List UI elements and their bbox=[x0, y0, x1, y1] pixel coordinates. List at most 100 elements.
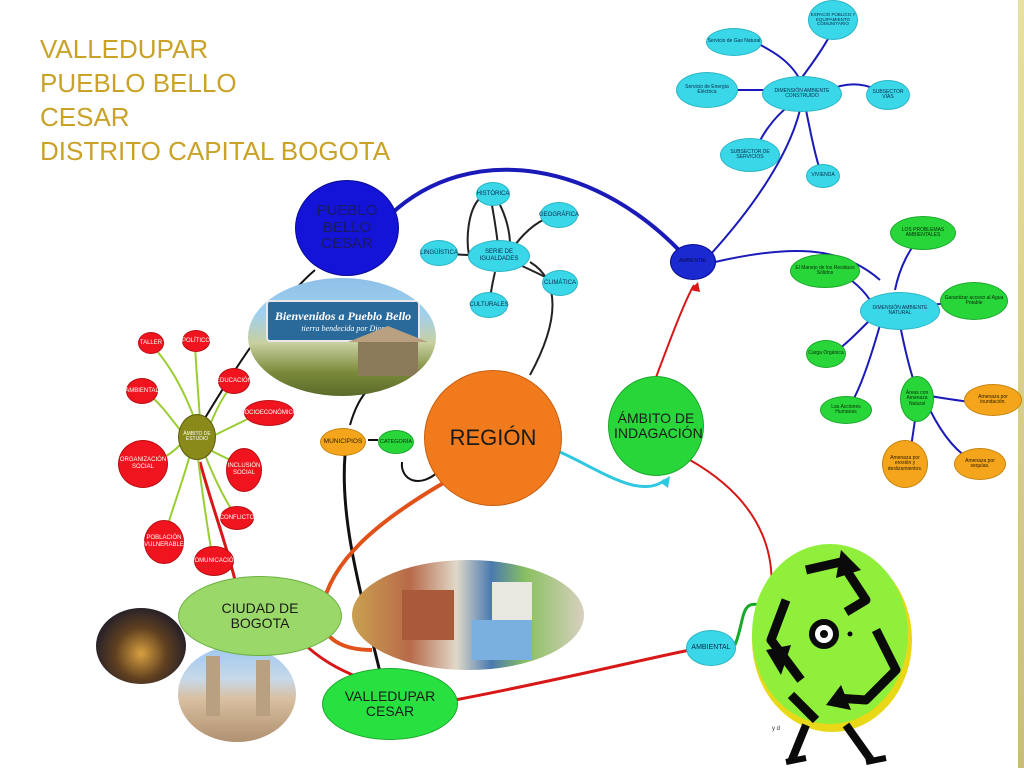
node-categoria[interactable]: CATEGORÍA bbox=[378, 430, 414, 454]
title-line-2: PUEBLO BELLO bbox=[40, 68, 237, 98]
node-comunicacion-label: COMUNICACIÓN bbox=[190, 557, 238, 564]
node-dim-construido[interactable]: DIMENSIÓN AMBIENTE CONSTRUIDO bbox=[762, 76, 842, 112]
node-serie-igualdades-label: SERIE DE IGUALDADES bbox=[479, 249, 519, 262]
node-energia-electrica-label: Servicio de Energía Eléctrica bbox=[685, 83, 729, 95]
node-ambito-estudio[interactable]: ÁMBITO DE ESTUDIO bbox=[178, 414, 216, 460]
node-geografica-label: GEOGRÁFICA bbox=[539, 211, 580, 218]
node-energia-electrica[interactable]: Servicio de Energía Eléctrica bbox=[676, 72, 738, 108]
node-geografica[interactable]: GEOGRÁFICA bbox=[539, 202, 580, 228]
node-poblacion-vulnerable[interactable]: POBLACIÓN VULNERABLE bbox=[144, 520, 184, 564]
node-inclusion-social[interactable]: INCLUSIÓN SOCIAL bbox=[226, 448, 262, 492]
pueblo-bello-photo: Bienvenidos a Pueblo Bello tierra bendec… bbox=[248, 278, 436, 396]
node-espacio-publico-label: ESPACIO PÚBLICO Y EQUIPAMIENTO COMUNITAR… bbox=[810, 11, 856, 27]
bogota-cathedral-photo bbox=[178, 646, 296, 742]
slide-edge-decoration bbox=[1018, 0, 1024, 768]
title-line-4: DISTRITO CAPITAL BOGOTA bbox=[40, 136, 391, 166]
node-areas-amenaza[interactable]: Áreas con Amenaza Natural bbox=[900, 376, 934, 422]
pueblo-bello-house bbox=[358, 340, 418, 376]
node-valledupar-cesar[interactable]: VALLEDUPAR CESAR bbox=[322, 668, 458, 740]
node-socioeconomico[interactable]: SOCIOECONÓMICO bbox=[241, 400, 298, 426]
node-ambito-estudio-label: ÁMBITO DE ESTUDIO bbox=[183, 430, 211, 442]
node-pueblo-bello[interactable]: PUEBLO BELLO CESAR bbox=[295, 180, 399, 276]
node-linguistica-label: LINGÜÍSTICA bbox=[420, 249, 458, 256]
node-ambiental-red-label: AMBIENTAL bbox=[125, 387, 159, 394]
recycle-caption: y d bbox=[772, 726, 781, 732]
node-agua-potable-label: Garantizar acceso al Agua Potable bbox=[944, 294, 1004, 306]
node-subsector-vias-label: SUBSECTOR VÍAS bbox=[872, 88, 904, 100]
node-manejo-residuos[interactable]: El Manejo de los Residuos Sólidos bbox=[790, 254, 860, 288]
node-educacion[interactable]: EDUCACIÓN bbox=[216, 368, 252, 394]
node-ambiental-top-label: AMBIENTAL bbox=[679, 258, 707, 265]
node-culturales-label: CULTURALES bbox=[469, 301, 509, 308]
node-region[interactable]: REGIÓN bbox=[424, 370, 562, 506]
node-inclusion-social-label: INCLUSIÓN SOCIAL bbox=[227, 463, 261, 476]
node-talleres-label: TALLER bbox=[139, 339, 163, 346]
pueblo-bello-sign: Bienvenidos a Pueblo Bello tierra bendec… bbox=[266, 300, 420, 342]
node-municipios[interactable]: MUNICIPIOS bbox=[320, 428, 366, 456]
cathedral-tower-left bbox=[206, 656, 220, 716]
node-agua-potable[interactable]: Garantizar acceso al Agua Potable bbox=[940, 282, 1008, 320]
arrow-head-ambiental bbox=[690, 282, 700, 292]
node-ciudad-bogota[interactable]: CIUDAD DE BOGOTA bbox=[178, 576, 342, 656]
slide-title: VALLEDUPAR PUEBLO BELLO CESAR DISTRITO C… bbox=[40, 32, 390, 168]
node-dim-natural[interactable]: DIMENSIÓN AMBIENTE NATURAL bbox=[860, 292, 940, 330]
node-linguistica[interactable]: LINGÜÍSTICA bbox=[420, 240, 458, 266]
node-region-label: REGIÓN bbox=[449, 424, 537, 450]
valledupar-collage bbox=[352, 560, 584, 670]
node-espacio-publico[interactable]: ESPACIO PÚBLICO Y EQUIPAMIENTO COMUNITAR… bbox=[808, 0, 858, 40]
node-talleres[interactable]: TALLER bbox=[138, 332, 164, 354]
node-areas-amenaza-label: Áreas con Amenaza Natural bbox=[905, 389, 929, 407]
node-socioeconomico-label: SOCIOECONÓMICO bbox=[240, 409, 298, 416]
node-ambiental-small[interactable]: AMBIENTAL bbox=[686, 630, 736, 666]
node-poblacion-vulnerable-label: POBLACIÓN VULNERABLE bbox=[144, 535, 184, 548]
node-historica-label: HISTÓRICA bbox=[476, 190, 510, 197]
node-manejo-residuos-label: El Manejo de los Residuos Sólidos bbox=[795, 264, 855, 276]
pueblo-bello-sign-text: Bienvenidos a Pueblo Bello bbox=[274, 309, 412, 323]
node-vivienda-label: VIVIENDA bbox=[811, 172, 835, 179]
node-vivienda[interactable]: VIVIENDA bbox=[806, 164, 840, 188]
node-conflicto-label: CONFLICTO bbox=[219, 514, 255, 521]
node-acciones-humanas[interactable]: Las Acciones Humanas bbox=[820, 396, 872, 424]
node-subsector-vias[interactable]: SUBSECTOR VÍAS bbox=[866, 80, 910, 110]
node-amenaza-inundacion-label: Amenaza por inundación. bbox=[978, 393, 1008, 405]
node-municipios-label: MUNICIPIOS bbox=[323, 438, 363, 446]
node-amenaza-sequias-label: Amenaza por sequías. bbox=[965, 457, 995, 469]
collage-sky bbox=[472, 620, 532, 660]
node-problemas-ambientales[interactable]: LOS PROBLEMAS AMBIENTALES bbox=[890, 216, 956, 250]
link-ambiental-natural bbox=[714, 249, 881, 281]
node-subsector-servicios-label: SUBSECTOR DE SERVICIOS bbox=[730, 148, 770, 160]
node-ambiental-red[interactable]: AMBIENTAL bbox=[125, 378, 159, 404]
node-culturales[interactable]: CULTURALES bbox=[469, 292, 509, 318]
node-comunicacion[interactable]: COMUNICACIÓN bbox=[190, 546, 238, 576]
bogota-night-photo bbox=[96, 608, 186, 684]
link-ambiental-recycle bbox=[733, 602, 761, 646]
node-dim-construido-label: DIMENSIÓN AMBIENTE CONSTRUIDO bbox=[774, 87, 830, 99]
node-conflicto[interactable]: CONFLICTO bbox=[220, 506, 254, 530]
node-valledupar-cesar-label: VALLEDUPAR CESAR bbox=[344, 687, 436, 719]
node-organizacion-social[interactable]: ORGANIZACIÓN SOCIAL bbox=[118, 440, 168, 488]
node-climatica-label: CLIMÁTICA bbox=[543, 279, 576, 286]
node-carga-organica[interactable]: Carga Orgánica bbox=[806, 340, 846, 368]
title-line-1: VALLEDUPAR bbox=[40, 34, 209, 64]
node-politica[interactable]: POLÍTICO bbox=[182, 330, 210, 352]
node-serie-igualdades[interactable]: SERIE DE IGUALDADES bbox=[468, 240, 530, 272]
node-amenaza-sequias[interactable]: Amenaza por sequías. bbox=[954, 448, 1006, 480]
node-climatica[interactable]: CLIMÁTICA bbox=[542, 270, 578, 296]
recycle-icon bbox=[752, 544, 912, 765]
node-categoria-label: CATEGORÍA bbox=[380, 438, 412, 445]
node-ambiental-top[interactable]: AMBIENTAL bbox=[670, 244, 716, 280]
link-region-indagacion bbox=[559, 450, 666, 489]
node-organizacion-social-label: ORGANIZACIÓN SOCIAL bbox=[119, 457, 167, 470]
node-historica[interactable]: HISTÓRICA bbox=[476, 182, 510, 206]
node-amenaza-inundacion[interactable]: Amenaza por inundación. bbox=[964, 384, 1022, 416]
node-amenaza-erosion-label: Amenaza por erosión y deslizamientos. bbox=[887, 454, 923, 472]
node-ambito-indagacion-label: ÁMBITO DE INDAGACIÓN bbox=[614, 409, 703, 441]
node-amenaza-erosion[interactable]: Amenaza por erosión y deslizamientos. bbox=[882, 440, 928, 488]
node-politica-label: POLÍTICO bbox=[182, 337, 211, 344]
node-ambito-indagacion[interactable]: ÁMBITO DE INDAGACIÓN bbox=[608, 376, 704, 476]
node-gas-natural[interactable]: Servicio de Gas Natural bbox=[706, 28, 762, 56]
pueblo-bello-tagline: tierra bendecida por Dios bbox=[301, 324, 385, 333]
node-subsector-servicios[interactable]: SUBSECTOR DE SERVICIOS bbox=[720, 138, 780, 172]
cathedral-tower-right bbox=[256, 660, 270, 716]
link-ambiental-construido bbox=[709, 109, 801, 256]
